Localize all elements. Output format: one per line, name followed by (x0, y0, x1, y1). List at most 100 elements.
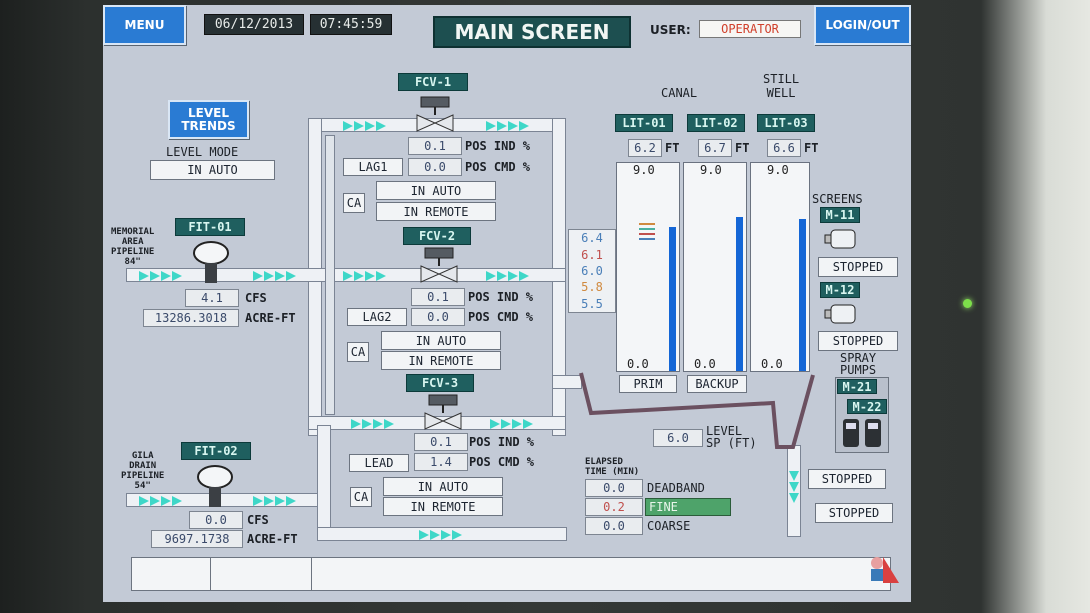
lit02-max: 9.0 (700, 163, 722, 177)
deadband-value: 0.0 (585, 479, 643, 497)
setpoint-value: 6.1 (581, 247, 603, 262)
flow-arrows-fcv2-left (343, 271, 387, 281)
fcv2-mode-remote: IN REMOTE (381, 351, 501, 370)
menu-button[interactable]: MENU (103, 5, 186, 45)
screens-label: SCREENS (812, 192, 863, 206)
login-button[interactable]: LOGIN/OUT (814, 5, 911, 45)
fit02-flowmeter-icon (197, 465, 233, 507)
still-well-label: STILL WELL (763, 72, 800, 100)
fcv1-mode-auto: IN AUTO (376, 181, 496, 200)
fcv3-ca: CA (350, 487, 372, 507)
fcv1-pos-ind-label: POS IND % (465, 139, 531, 153)
level-trends-button[interactable]: LEVEL TRENDS (168, 100, 249, 139)
fcv1-ca: CA (343, 193, 365, 213)
m11-motor-icon (824, 229, 856, 249)
fit02-total-unit: ACRE-FT (247, 532, 298, 546)
lit02-tag[interactable]: LIT-02 (687, 114, 745, 132)
coarse-label: COARSE (647, 519, 691, 533)
fcv3-lead: LEAD (349, 454, 409, 472)
status-cell (211, 558, 312, 590)
lit01-tank: 9.0 0.0 (616, 162, 680, 372)
fit01-tag[interactable]: FIT-01 (175, 218, 245, 236)
fcv2-lag: LAG2 (347, 308, 407, 326)
fcv2-valve-icon (420, 247, 458, 283)
lit03-min: 0.0 (761, 357, 783, 371)
lit03-value: 6.6 (767, 139, 801, 157)
flow-arrows-fcv3-left (351, 419, 395, 429)
status-cell (312, 558, 890, 590)
lit01-setpoint-markers (639, 223, 655, 240)
fit02-tag[interactable]: FIT-02 (181, 442, 251, 460)
lit01-unit: FT (665, 141, 680, 155)
fit01-flowmeter-icon (193, 241, 229, 283)
m21-tag[interactable]: M-21 (837, 379, 877, 394)
status-cell (132, 558, 211, 590)
fcv3-mode-auto: IN AUTO (383, 477, 503, 496)
fine-value: 0.2 (585, 498, 643, 516)
lit03-tag[interactable]: LIT-03 (757, 114, 815, 132)
fit02-flow: 0.0 (189, 511, 243, 529)
canal-outline (579, 372, 815, 449)
alarm-user-icon[interactable] (867, 553, 901, 585)
fine-label: FINE (645, 498, 731, 516)
fcv2-pos-ind-label: POS IND % (468, 290, 534, 304)
page-title: MAIN SCREEN (433, 16, 631, 48)
fcv1-lag: LAG1 (343, 158, 403, 176)
lit01-tag[interactable]: LIT-01 (615, 114, 673, 132)
flow-arrows-fcv2-right (486, 271, 530, 281)
prim-label: PRIM (619, 375, 677, 393)
flow-arrows-fcv1-left (343, 121, 387, 131)
m11-tag[interactable]: M-11 (820, 207, 860, 223)
deadband-label: DEADBAND (647, 481, 705, 495)
m12-status: STOPPED (818, 331, 898, 351)
spray-pump-icons (843, 419, 881, 447)
elapsed-time-title: ELAPSED TIME (MIN) (585, 457, 640, 477)
fit01-flow: 4.1 (185, 289, 239, 307)
lit01-level-bar (669, 227, 676, 371)
fcv3-pos-ind: 0.1 (414, 433, 468, 451)
fcv3-tag[interactable]: FCV-3 (406, 374, 474, 392)
pipe-inner-left (325, 135, 335, 415)
fcv3-pos-ind-label: POS IND % (469, 435, 535, 449)
pipe-fit02-vertical (317, 425, 331, 540)
flow-arrows-fit02-right (253, 496, 297, 506)
fcv1-pos-ind: 0.1 (408, 137, 462, 155)
status-bar (131, 557, 891, 591)
fcv1-pos-cmd-label: POS CMD % (465, 160, 531, 174)
flow-arrows-fcv3-right (490, 419, 534, 429)
lit01-max: 9.0 (633, 163, 655, 177)
fcv1-mode-remote: IN REMOTE (376, 202, 496, 221)
time-display: 07:45:59 (310, 14, 392, 35)
lit03-unit: FT (804, 141, 819, 155)
fcv3-mode-remote: IN REMOTE (383, 497, 503, 516)
spray-pumps-label: SPRAY PUMPS (840, 351, 877, 377)
lit02-min: 0.0 (694, 357, 716, 371)
level-mode-label: LEVEL MODE (166, 145, 239, 159)
lit03-level-bar (799, 219, 806, 371)
fcv2-tag[interactable]: FCV-2 (403, 227, 471, 245)
m21-status: STOPPED (808, 469, 886, 489)
setpoint-value: 6.0 (581, 263, 603, 278)
fit01-pipeline-name: MEMORIAL AREA PIPELINE 84" (111, 227, 155, 267)
fcv2-mode-auto: IN AUTO (381, 331, 501, 350)
lit03-max: 9.0 (767, 163, 789, 177)
fit02-total: 9697.1738 (151, 530, 243, 548)
fcv2-pos-cmd-label: POS CMD % (468, 310, 534, 324)
backup-label: BACKUP (687, 375, 747, 393)
user-value: OPERATOR (699, 20, 801, 38)
fcv2-pos-ind: 0.1 (411, 288, 465, 306)
lit02-unit: FT (735, 141, 750, 155)
date-display: 06/12/2013 (204, 14, 304, 35)
fcv1-tag[interactable]: FCV-1 (398, 73, 468, 91)
lit01-min: 0.0 (627, 357, 649, 371)
fcv2-pos-cmd: 0.0 (411, 308, 465, 326)
flow-arrows-outlet (789, 471, 799, 504)
flow-arrows-fit01-right (253, 271, 297, 281)
m22-tag[interactable]: M-22 (847, 399, 887, 414)
m12-tag[interactable]: M-12 (820, 282, 860, 298)
fit01-total-unit: ACRE-FT (245, 311, 296, 325)
m22-status: STOPPED (815, 503, 893, 523)
lit01-value: 6.2 (628, 139, 662, 157)
setpoint-value: 5.5 (581, 296, 603, 311)
fcv1-pos-cmd: 0.0 (408, 158, 462, 176)
